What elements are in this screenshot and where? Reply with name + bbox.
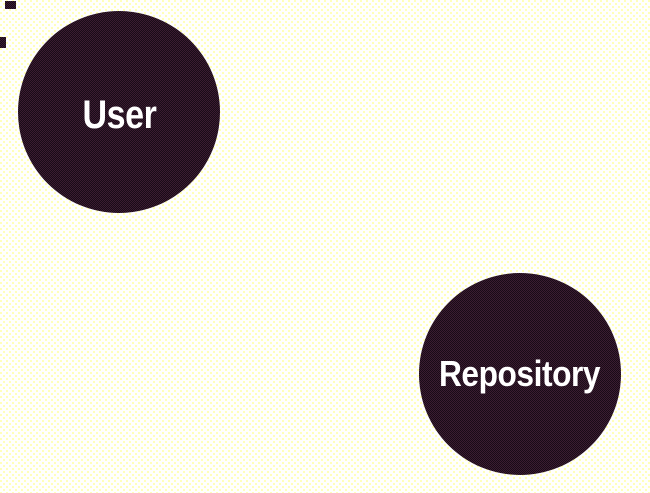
node-repository-label: Repository (439, 353, 601, 394)
node-user-label: User (82, 93, 156, 137)
node-user[interactable]: User (18, 11, 220, 213)
gif-artifact-mark (0, 37, 6, 48)
gif-artifact-mark (5, 1, 16, 9)
node-repository[interactable]: Repository (419, 273, 621, 475)
